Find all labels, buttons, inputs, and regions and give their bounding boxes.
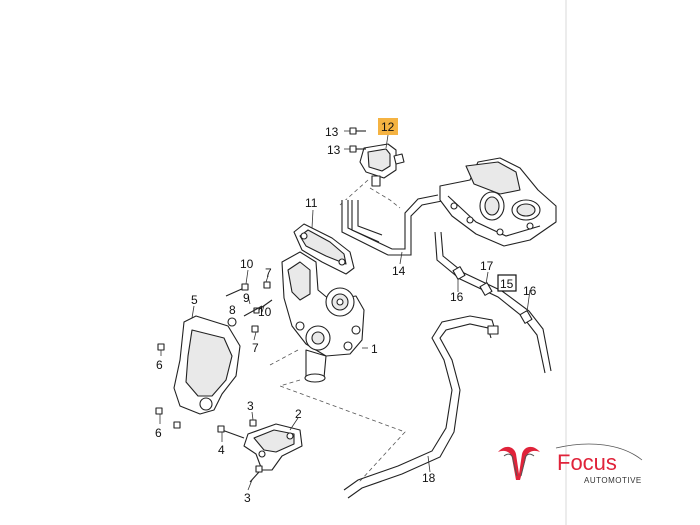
logo-subtitle: AUTOMOTIVE xyxy=(584,476,642,485)
callout-13-top: 13 xyxy=(325,125,339,139)
part-2-bracket xyxy=(243,423,303,471)
callout-16-right: 16 xyxy=(523,284,537,298)
part-18-hose xyxy=(343,315,499,499)
focus-ram-horns-icon xyxy=(498,446,540,480)
callout-3-top: 3 xyxy=(247,399,254,413)
part-11-heat-shield xyxy=(293,223,355,275)
focus-logo: Focus AUTOMOTIVE xyxy=(498,443,643,485)
callout-11: 11 xyxy=(305,196,318,210)
callout-6-bottom: 6 xyxy=(155,426,162,440)
callout-5: 5 xyxy=(191,293,198,307)
part-17-hose xyxy=(434,231,552,374)
part-1-turbocharger xyxy=(281,251,365,383)
fasteners xyxy=(155,281,273,483)
callout-8: 8 xyxy=(229,303,236,317)
callout-12-highlight xyxy=(378,118,398,135)
callout-14: 14 xyxy=(392,264,406,278)
callout-18: 18 xyxy=(422,471,436,485)
callout-12: 12 xyxy=(381,120,395,134)
callout-10-top: 10 xyxy=(240,257,254,271)
callout-7-top: 7 xyxy=(265,266,272,280)
callout-3-bottom: 3 xyxy=(244,491,251,505)
callout-1: 1 xyxy=(371,342,378,356)
callout-10-bottom: 10 xyxy=(258,305,272,319)
callouts: 1 2 3 3 4 5 6 6 7 7 8 9 10 10 11 12 13 1… xyxy=(155,118,537,505)
callout-13-bottom: 13 xyxy=(327,143,341,157)
callout-15: 15 xyxy=(500,277,514,291)
callout-6-top: 6 xyxy=(156,358,163,372)
callout-2: 2 xyxy=(295,407,302,421)
intake-manifold xyxy=(439,157,557,247)
part-5-shield xyxy=(173,315,241,415)
part-12-valve xyxy=(359,143,405,187)
callout-16-left: 16 xyxy=(450,290,464,304)
callout-9: 9 xyxy=(243,291,250,305)
callout-4: 4 xyxy=(218,443,225,457)
callout-17: 17 xyxy=(480,259,494,273)
logo-brand: Focus xyxy=(557,450,617,475)
callout-7-bottom: 7 xyxy=(252,341,259,355)
callout-15-box xyxy=(497,274,517,292)
leader-lines xyxy=(159,130,531,491)
part-14-hose xyxy=(341,194,443,256)
